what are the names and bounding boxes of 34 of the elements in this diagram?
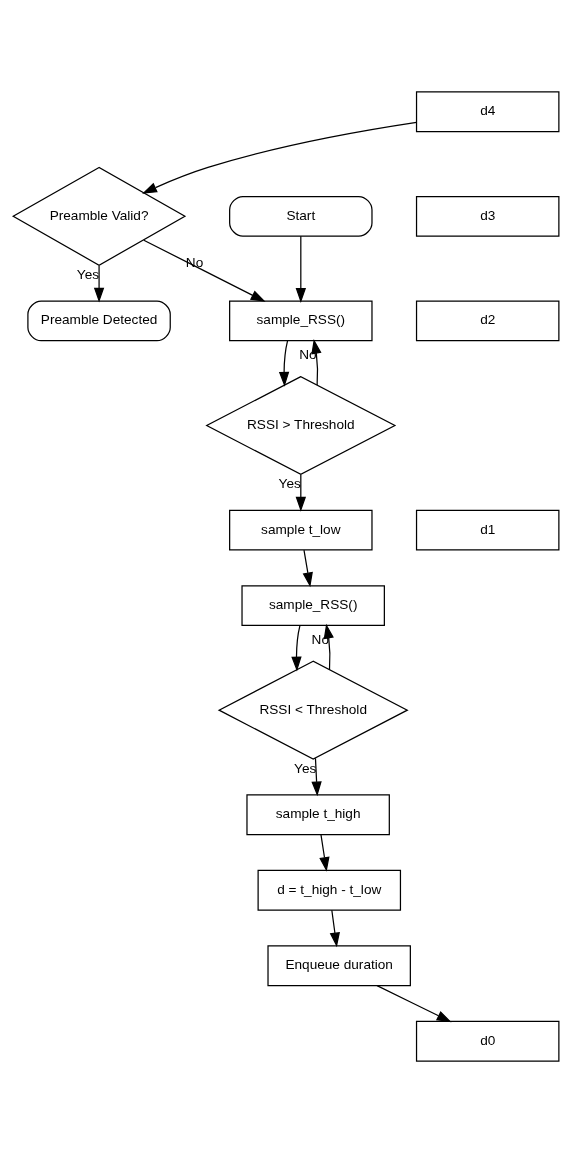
node-box: d1 bbox=[415, 509, 560, 550]
node-box: d = t_high - t_low bbox=[257, 869, 402, 911]
node-box: sample_RSS() bbox=[229, 300, 373, 341]
arrow bbox=[329, 909, 340, 947]
arrow bbox=[319, 833, 330, 872]
arrow bbox=[143, 239, 266, 302]
arrow bbox=[302, 549, 313, 587]
node-box: sample t_high bbox=[246, 793, 390, 835]
arrow bbox=[311, 338, 322, 386]
arrow bbox=[93, 264, 105, 303]
arrow bbox=[291, 624, 302, 671]
node-diamond: RSSI > Threshold bbox=[205, 375, 397, 475]
node-box: sample_RSS() bbox=[241, 584, 385, 626]
arrow bbox=[142, 121, 418, 194]
node-box: Enqueue duration bbox=[267, 944, 411, 986]
node-box: d3 bbox=[415, 195, 560, 237]
edge-label: Yes bbox=[76, 266, 100, 282]
node-box: d0 bbox=[415, 1020, 560, 1062]
edge-label: No bbox=[185, 254, 204, 270]
node-box: d2 bbox=[415, 300, 560, 341]
node-box: d4 bbox=[415, 90, 560, 132]
arrow bbox=[376, 984, 452, 1022]
node-diamond: RSSI < Threshold bbox=[217, 660, 409, 760]
edge-label: Yes bbox=[294, 760, 317, 776]
arrow bbox=[311, 757, 322, 796]
arrow bbox=[278, 339, 290, 387]
arrow bbox=[295, 235, 307, 303]
node-box: Start bbox=[229, 195, 373, 237]
arrow bbox=[295, 473, 307, 512]
node-diamond: Preamble Valid? bbox=[11, 166, 187, 266]
edge-label: No bbox=[299, 346, 317, 362]
node-box: Preamble Detected bbox=[27, 300, 171, 341]
node-box: sample t_low bbox=[229, 509, 373, 550]
arrow bbox=[323, 623, 334, 670]
